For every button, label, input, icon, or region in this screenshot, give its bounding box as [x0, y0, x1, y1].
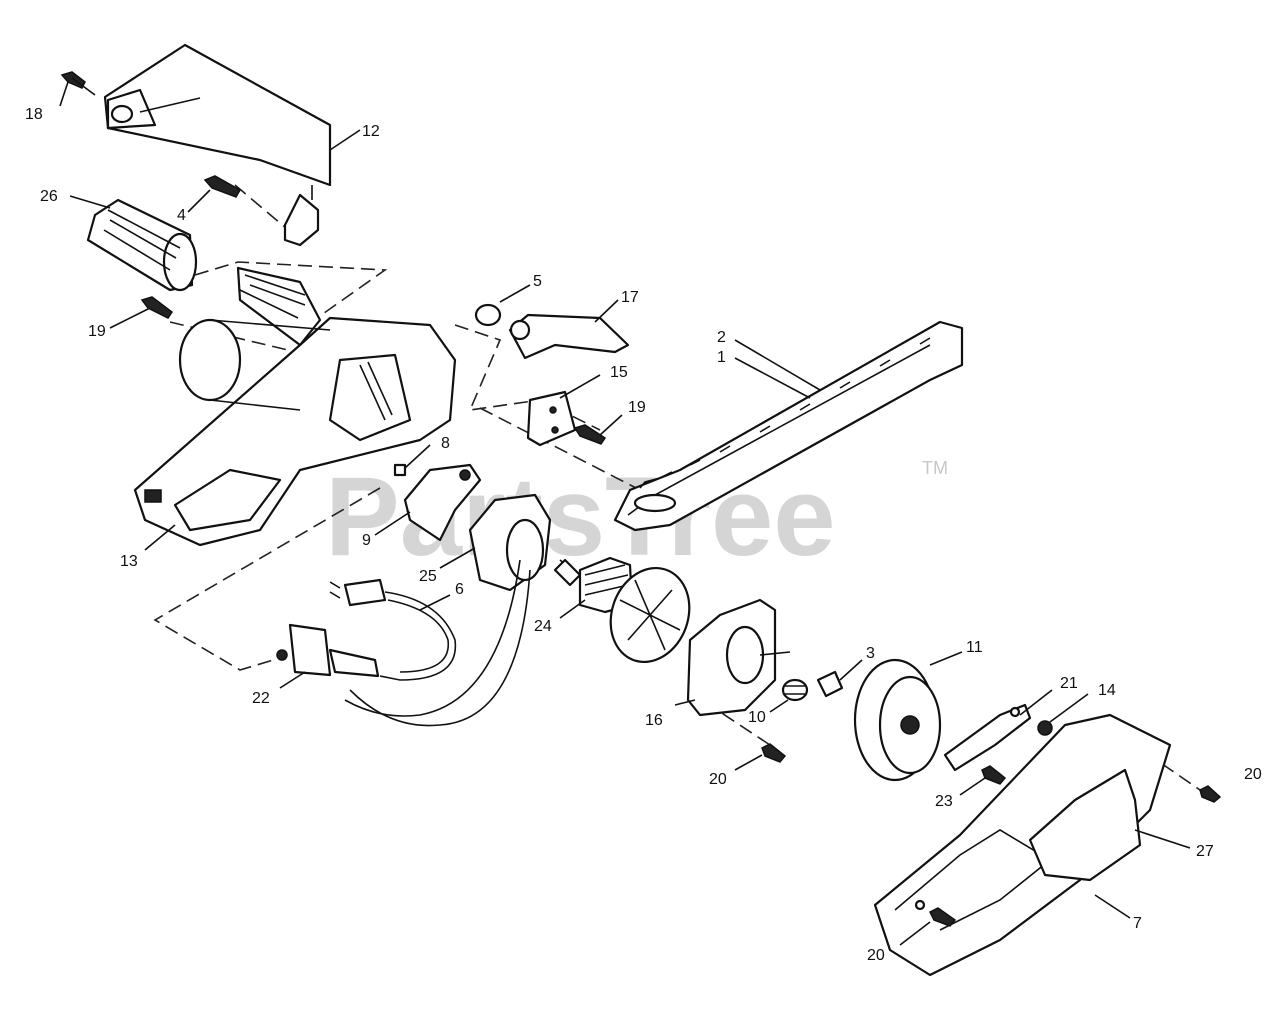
part-13-motor-housing [133, 266, 457, 547]
label-27: 27 [1196, 843, 1214, 860]
label-13: 13 [120, 553, 138, 570]
label-20-b: 20 [1244, 766, 1262, 783]
part-6-power-cord [329, 578, 457, 681]
part-25-field-stator [344, 493, 552, 727]
label-12: 12 [362, 123, 380, 140]
label-23: 23 [935, 793, 953, 810]
part-4-screw [203, 175, 242, 198]
part-18-screw [60, 71, 96, 96]
label-22: 22 [252, 690, 270, 707]
part-3-bushing [816, 670, 844, 698]
part-21-bar-plate [943, 703, 1032, 772]
leader-lines [59, 81, 1191, 946]
label-19-left: 19 [88, 323, 106, 340]
label-3: 3 [866, 645, 875, 662]
label-26: 26 [40, 188, 58, 205]
part-8-spring [393, 463, 407, 477]
label-6: 6 [455, 581, 464, 598]
part-23-screw [981, 765, 1007, 785]
label-20-a: 20 [709, 771, 727, 788]
part-16-gear-housing [686, 598, 791, 717]
part-10-pinion [781, 678, 809, 702]
part-9-brush-holder [403, 463, 482, 542]
label-18: 18 [25, 106, 43, 123]
label-19-right: 19 [628, 399, 646, 416]
part-15-switch-plate [526, 390, 577, 447]
label-7: 7 [1133, 915, 1142, 932]
part-11-drive-sprocket [853, 658, 942, 782]
part-26-grip-cover [86, 198, 198, 292]
part-7-sprocket-cover [873, 713, 1172, 977]
label-11: 11 [966, 639, 983, 656]
label-21: 21 [1060, 675, 1078, 692]
label-16: 16 [645, 712, 663, 729]
part-17-trigger [508, 313, 630, 360]
label-5: 5 [533, 273, 542, 290]
label-10: 10 [748, 709, 766, 726]
part-22-switch [276, 623, 380, 678]
part-5-lock-button [474, 303, 502, 327]
part-number-labels: 18 12 26 4 5 17 19 2 1 15 19 8 13 9 25 6… [25, 106, 1262, 964]
part-19-screw-right [573, 424, 607, 445]
label-24: 24 [534, 618, 552, 635]
watermark-trademark: TM [922, 458, 948, 478]
part-14-nut [1037, 720, 1053, 736]
part-19-screw-left [140, 296, 174, 319]
part-12-front-hand-guard [103, 43, 332, 247]
label-8: 8 [441, 435, 450, 452]
part-27-label [1028, 768, 1142, 882]
label-25: 25 [419, 568, 437, 585]
label-2: 2 [717, 329, 726, 346]
part-20-screw-c [928, 907, 957, 927]
label-14: 14 [1098, 682, 1116, 699]
label-15: 15 [610, 364, 628, 381]
label-4: 4 [177, 207, 186, 224]
part-1-2-guide-bar-and-chain [613, 320, 964, 532]
label-20-c: 20 [867, 947, 885, 964]
fan-disc [609, 566, 691, 664]
label-17: 17 [621, 289, 639, 306]
part-20-screw-a [761, 743, 787, 763]
label-9: 9 [362, 532, 371, 549]
label-1: 1 [717, 349, 726, 366]
part-20-screw-b [1199, 785, 1222, 803]
